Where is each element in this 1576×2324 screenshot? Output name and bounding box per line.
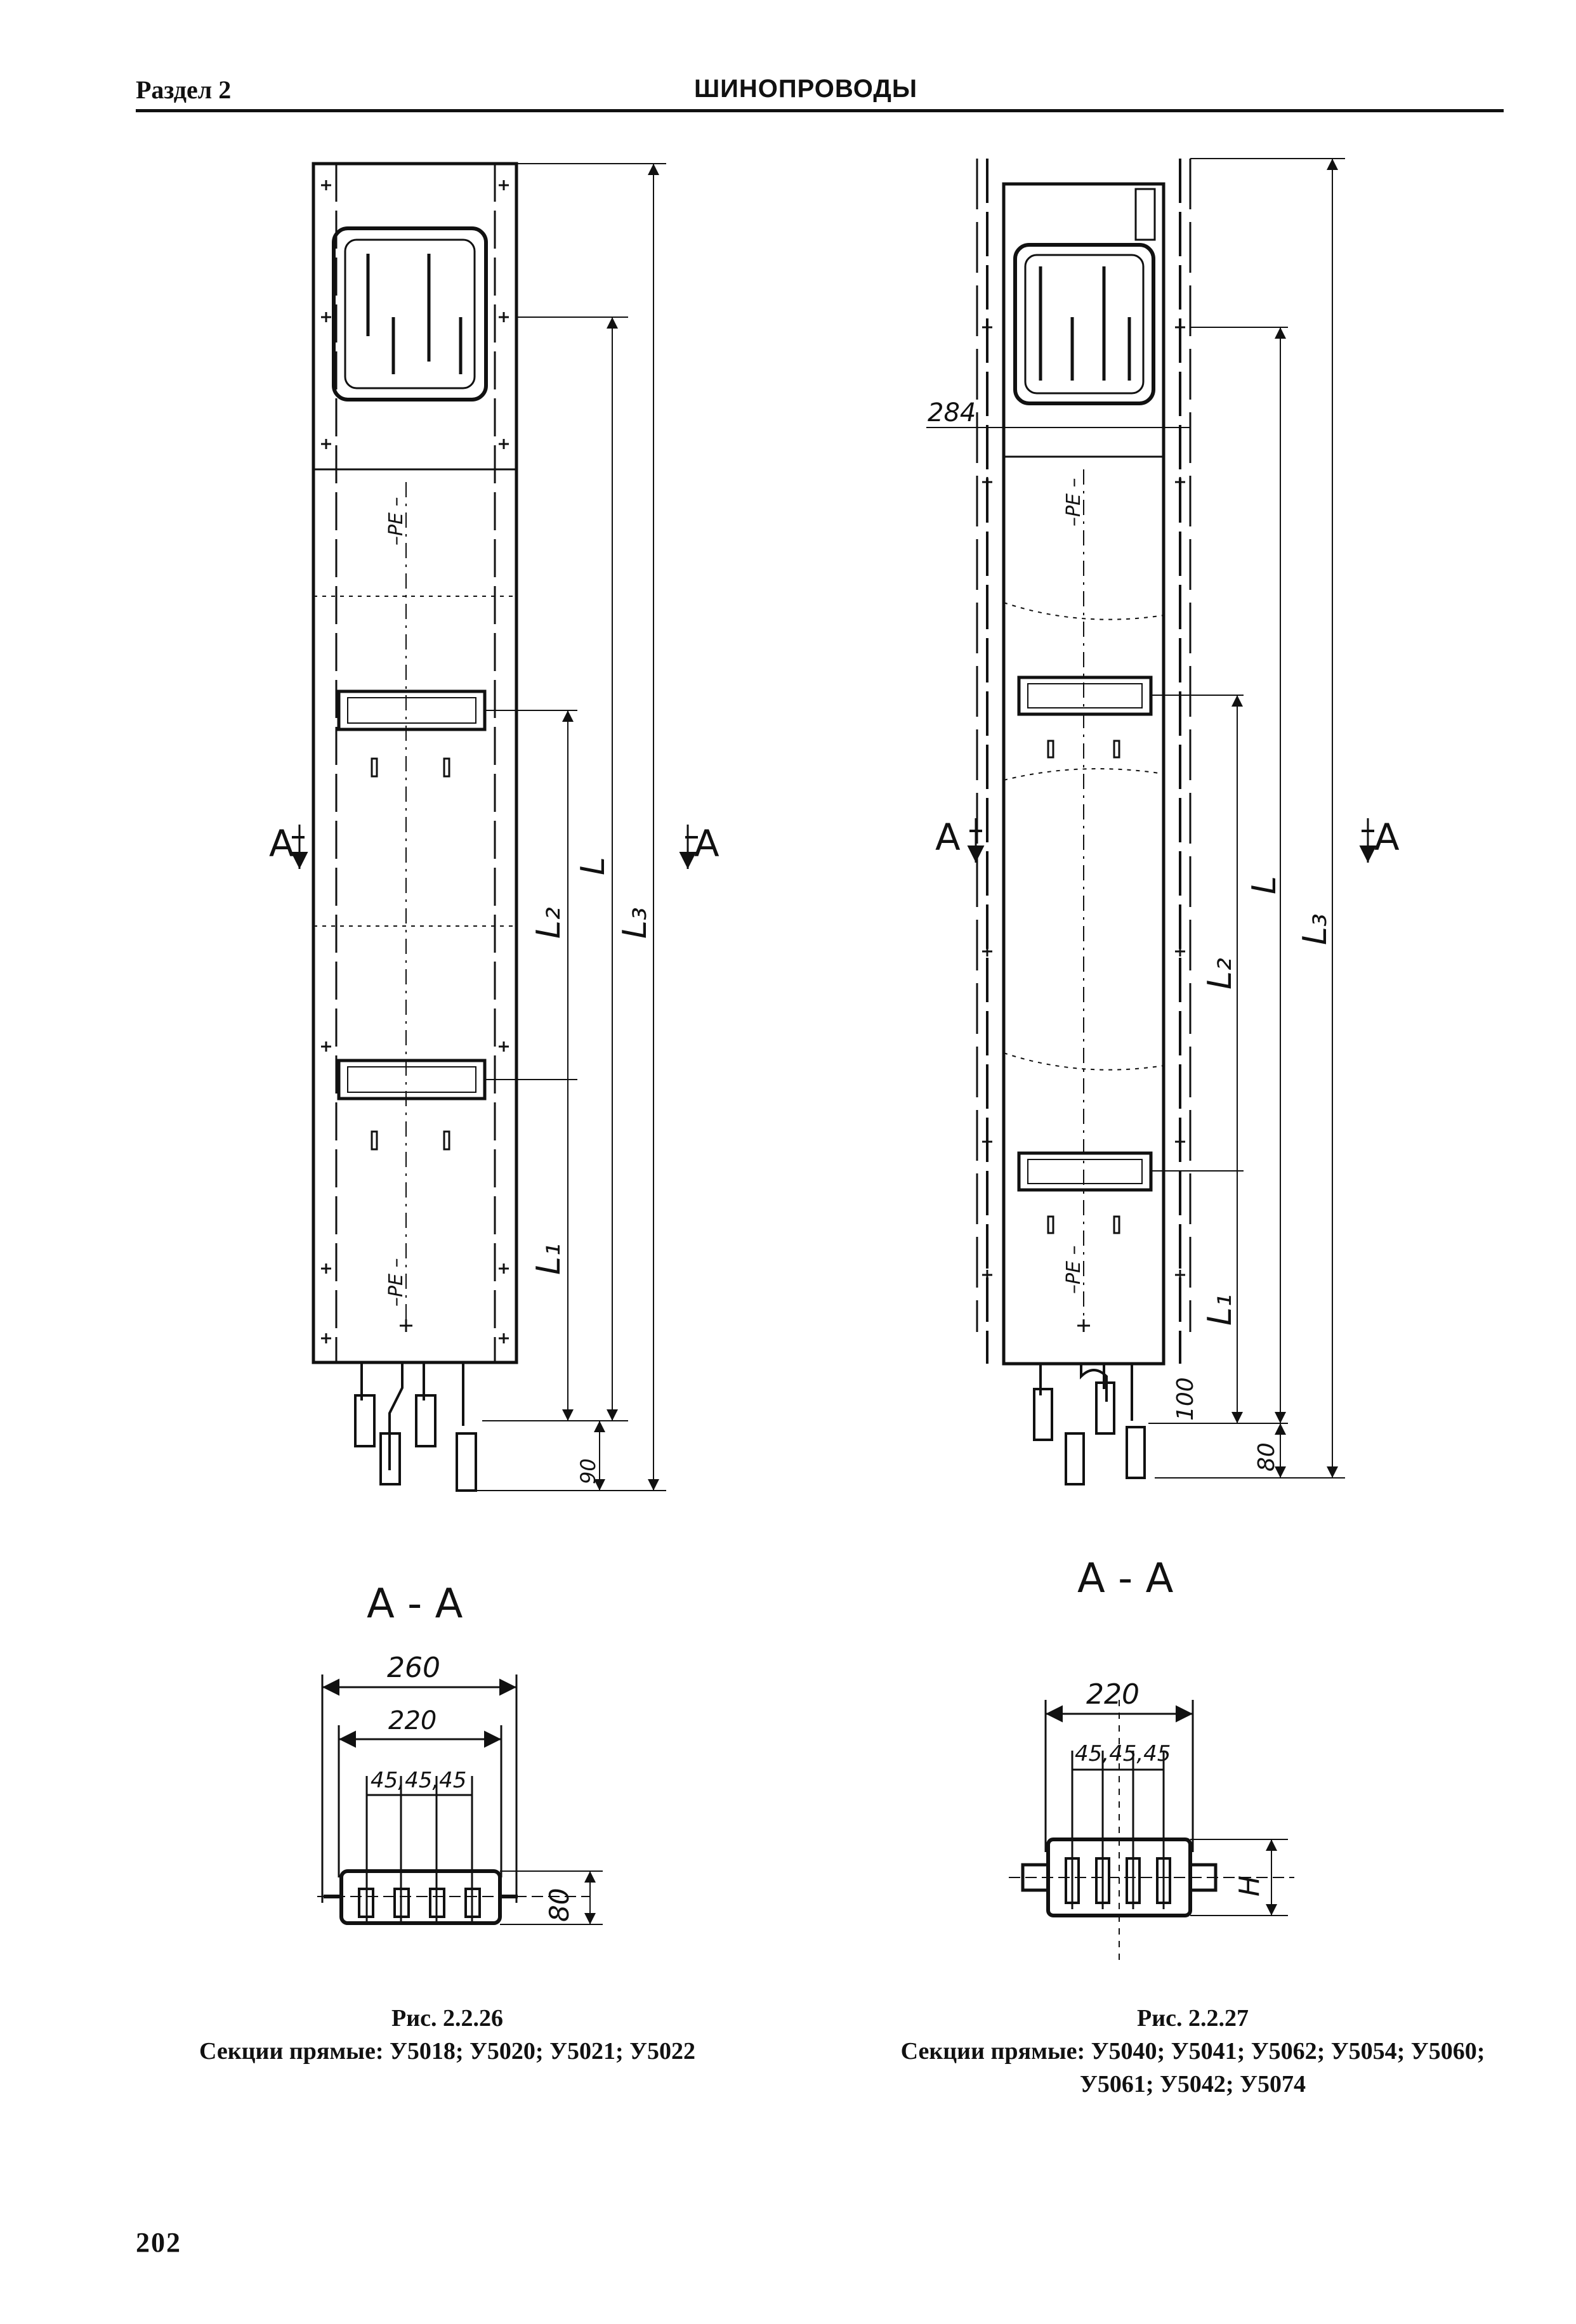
left-figure-number: Рис. 2.2.26 bbox=[391, 2005, 503, 2032]
left-dim-220: 220 bbox=[388, 1706, 437, 1735]
right-cross-section bbox=[1009, 1700, 1294, 1966]
right-figure-number: Рис. 2.2.27 bbox=[1137, 2005, 1249, 2032]
right-section-drawing bbox=[926, 158, 1377, 1485]
page-number: 202 bbox=[136, 2227, 181, 2258]
left-section-title: А - А bbox=[367, 1581, 463, 1628]
right-dim-100: 100 bbox=[1172, 1377, 1198, 1421]
left-cross-section bbox=[317, 1674, 603, 1925]
left-dim-l2: L₂ bbox=[530, 907, 568, 939]
left-cut-mark-left: А bbox=[269, 822, 294, 865]
right-figure-title-line1: Секции прямые: У5040; У5041; У5062; У505… bbox=[900, 2038, 1485, 2065]
left-dim-l3: L₃ bbox=[616, 907, 654, 939]
left-dim-l1: L₁ bbox=[530, 1243, 568, 1275]
left-figure-caption: Рис. 2.2.26 Секции прямые: У5018; У5020;… bbox=[159, 2002, 736, 2068]
right-figure-caption: Рис. 2.2.27 Секции прямые: У5040; У5041;… bbox=[844, 2002, 1542, 2101]
left-section-drawing bbox=[291, 162, 698, 1492]
right-figure-title-line2: У5061; У5042; У5074 bbox=[1080, 2071, 1306, 2098]
right-dim-l2: L₂ bbox=[1201, 958, 1239, 989]
left-dim-pitch: 45,45,45 bbox=[371, 1768, 466, 1793]
right-dim-l: L bbox=[1245, 876, 1284, 894]
header-rule bbox=[136, 109, 1504, 112]
left-cut-mark-right: А bbox=[694, 822, 719, 865]
right-pe-label-bottom: –PE – bbox=[1063, 1245, 1085, 1294]
right-dimension-labels: 284 –PE – –PE – L₂ L L₃ L₁ 100 80 А А А … bbox=[928, 398, 1400, 1602]
left-dim-90: 90 bbox=[576, 1458, 600, 1484]
left-dimension-labels: –PE – –PE – L₂ L L₃ L₁ 90 А А А - А bbox=[269, 497, 719, 1628]
right-dim-l1: L₁ bbox=[1201, 1294, 1239, 1326]
right-dim-pitch: 45,45,45 bbox=[1075, 1741, 1171, 1766]
left-pe-label-top: –PE – bbox=[385, 497, 407, 545]
left-pe-label-bottom: –PE – bbox=[385, 1258, 407, 1307]
right-dim-h: H bbox=[1233, 1876, 1266, 1896]
left-dim-80: 80 bbox=[544, 1888, 575, 1922]
page-header-title: ШИНОПРОВОДЫ bbox=[693, 75, 918, 103]
right-pe-label-top: –PE – bbox=[1063, 478, 1085, 526]
right-cross-section-labels: 220 45,45,45 H bbox=[1075, 1678, 1266, 1896]
left-dim-260: 260 bbox=[387, 1652, 440, 1684]
right-cut-mark-left: А bbox=[935, 816, 961, 859]
right-dim-220: 220 bbox=[1086, 1678, 1139, 1711]
section-label: Раздел 2 bbox=[136, 75, 232, 104]
left-dim-l: L bbox=[574, 857, 612, 875]
right-dim-284: 284 bbox=[928, 398, 976, 428]
right-dim-l3: L₃ bbox=[1296, 913, 1334, 945]
right-section-title: А - А bbox=[1077, 1555, 1174, 1602]
left-cross-section-labels: 260 220 45,45,45 80 bbox=[371, 1652, 575, 1922]
right-cut-mark-right: А bbox=[1374, 816, 1400, 859]
right-dim-80: 80 bbox=[1254, 1442, 1280, 1472]
left-figure-title: Секции прямые: У5018; У5020; У5021; У502… bbox=[199, 2038, 696, 2065]
